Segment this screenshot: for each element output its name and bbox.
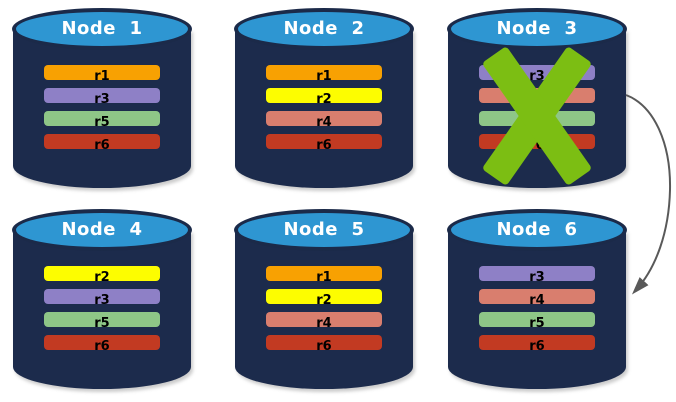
node-cylinder-5: Node 5 r1 r2 r4 r6	[234, 209, 414, 393]
node-header: Node 2	[234, 8, 414, 50]
replica-label: r6	[529, 339, 545, 354]
replica-label: r5	[529, 316, 545, 331]
replica-label: r2	[94, 270, 110, 285]
replica-list: r1 r2 r4 r6	[266, 65, 382, 153]
node-cylinder-3: Node 3 r3 r4 r5 r6	[447, 8, 627, 192]
node-cylinder-2: Node 2 r1 r2 r4 r6	[234, 8, 414, 192]
node-header: Node 4	[12, 209, 192, 251]
replica-bar: r4	[266, 111, 382, 130]
replica-bar: r2	[266, 289, 382, 308]
cylinder-body	[13, 29, 191, 188]
replica-bar: r2	[44, 266, 160, 285]
replica-label: r6	[316, 138, 332, 153]
replica-bar: r6	[44, 335, 160, 354]
replica-label: r5	[94, 316, 110, 331]
replica-bar: r1	[266, 266, 382, 285]
node-cylinder-4: Node 4 r2 r3 r5 r6	[12, 209, 192, 393]
node-title: Node 1	[61, 17, 143, 39]
replica-label: r4	[316, 316, 332, 331]
replica-list: r1 r2 r4 r6	[266, 266, 382, 354]
replica-bar: r6	[266, 335, 382, 354]
replica-bar: r6	[44, 134, 160, 153]
node-title: Node 5	[283, 218, 365, 240]
cylinder-body	[235, 29, 413, 188]
failure-x-mark	[447, 8, 627, 192]
node-title: Node 6	[496, 218, 578, 240]
replica-bar: r1	[44, 65, 160, 84]
node-cylinder-6: Node 6 r3 r4 r5 r6	[447, 209, 627, 393]
replica-bar: r5	[44, 312, 160, 331]
cylinder-body	[235, 230, 413, 389]
replica-label: r2	[316, 92, 332, 107]
replica-bar: r3	[44, 289, 160, 308]
replica-bar: r5	[479, 312, 595, 331]
replica-label: r1	[94, 69, 110, 84]
replica-label: r6	[94, 138, 110, 153]
replica-bar: r2	[266, 88, 382, 107]
node-cylinder-1: Node 1 r1 r3 r5 r6	[12, 8, 192, 192]
replica-label: r6	[94, 339, 110, 354]
replica-bar: r6	[266, 134, 382, 153]
replica-label: r4	[316, 115, 332, 130]
node-header: Node 5	[234, 209, 414, 251]
node-header: Node 3	[447, 8, 627, 50]
cylinder-body	[448, 230, 626, 389]
replica-list: r2 r3 r5 r6	[44, 266, 160, 354]
replica-bar: r5	[44, 111, 160, 130]
replica-label: r4	[529, 293, 545, 308]
replica-bar: r6	[479, 335, 595, 354]
replica-bar: r1	[266, 65, 382, 84]
replica-label: r5	[94, 115, 110, 130]
replica-bar: r3	[479, 266, 595, 285]
replica-label: r1	[316, 270, 332, 285]
arrow-path	[625, 94, 672, 295]
replica-label: r3	[529, 270, 545, 285]
node-header: Node 1	[12, 8, 192, 50]
replica-list: r1 r3 r5 r6	[44, 65, 160, 153]
node-title: Node 2	[283, 17, 365, 39]
replica-label: r2	[316, 293, 332, 308]
cylinder-body	[13, 230, 191, 389]
replica-label: r6	[316, 339, 332, 354]
replica-list: r3 r4 r5 r6	[479, 266, 595, 354]
replica-label: r3	[94, 293, 110, 308]
replica-label: r1	[316, 69, 332, 84]
replica-bar: r4	[479, 289, 595, 308]
replica-bar: r4	[266, 312, 382, 331]
node-header: Node 6	[447, 209, 627, 251]
replica-label: r3	[529, 69, 545, 84]
replica-label: r3	[94, 92, 110, 107]
node-title: Node 4	[61, 218, 143, 240]
replica-bar: r3	[44, 88, 160, 107]
node-title: Node 3	[496, 17, 578, 39]
